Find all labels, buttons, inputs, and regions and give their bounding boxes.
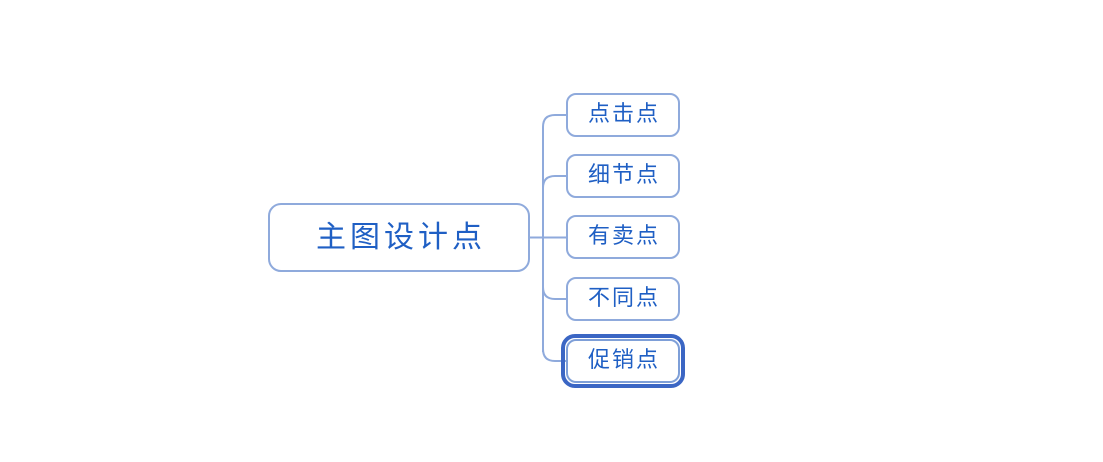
connector-to-child-1: [542, 114, 566, 128]
mindmap-node-4[interactable]: 不同点: [566, 277, 680, 321]
connector-to-child-5: [542, 348, 566, 362]
mindmap-node-3-label: 有卖点: [587, 224, 660, 249]
mindmap-node-1[interactable]: 点击点: [566, 93, 680, 137]
mindmap-node-4-label: 不同点: [587, 286, 660, 311]
mindmap-node-2-label: 细节点: [587, 163, 660, 188]
mindmap-node-1-label: 点击点: [587, 102, 660, 127]
mindmap-root-label: 主图设计点: [316, 219, 486, 255]
mindmap-node-2[interactable]: 细节点: [566, 154, 680, 198]
connector-to-child-4: [542, 286, 566, 300]
mindmap-node-5-label: 促销点: [587, 348, 660, 373]
connector-to-child-2: [542, 175, 566, 189]
mindmap-root-node[interactable]: 主图设计点: [268, 203, 530, 272]
mindmap-node-5[interactable]: 促销点: [566, 339, 680, 383]
mindmap-node-3[interactable]: 有卖点: [566, 215, 680, 259]
